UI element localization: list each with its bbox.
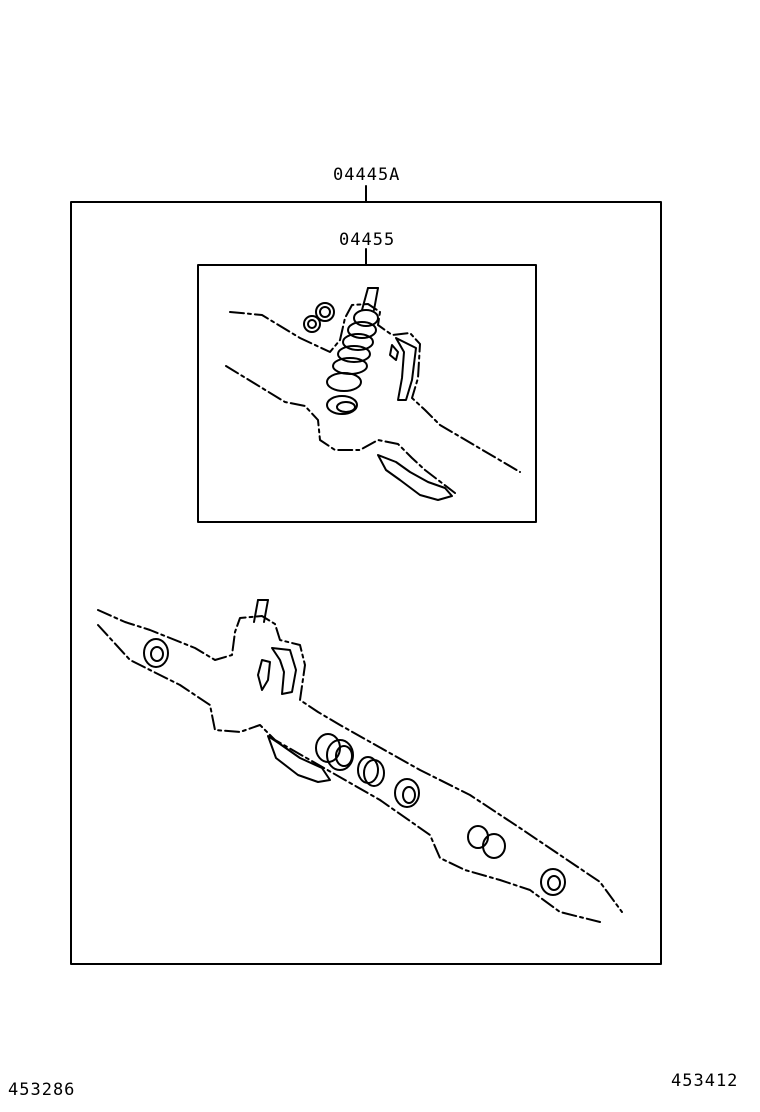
rack-end-boot-left: [143, 638, 169, 668]
inner-gear-housing: [225, 303, 521, 501]
rack-housing: [97, 609, 623, 923]
rack-right-seals: [467, 825, 506, 859]
right-reference-number: 453412: [671, 1071, 739, 1091]
inner-small-rings: [303, 302, 335, 333]
inner-input-shaft: [361, 287, 379, 311]
inner-kit-part-number: 04455: [339, 230, 396, 250]
left-reference-number: 453286: [8, 1080, 76, 1100]
outer-kit-part-number: 04445A: [333, 165, 401, 185]
outer-kit-frame: [70, 201, 662, 965]
rack-end-boot-right: [540, 868, 566, 896]
rack-center-seals: [315, 733, 420, 808]
rack-input-shaft: [253, 599, 269, 623]
inner-seal-stack: [326, 309, 379, 415]
